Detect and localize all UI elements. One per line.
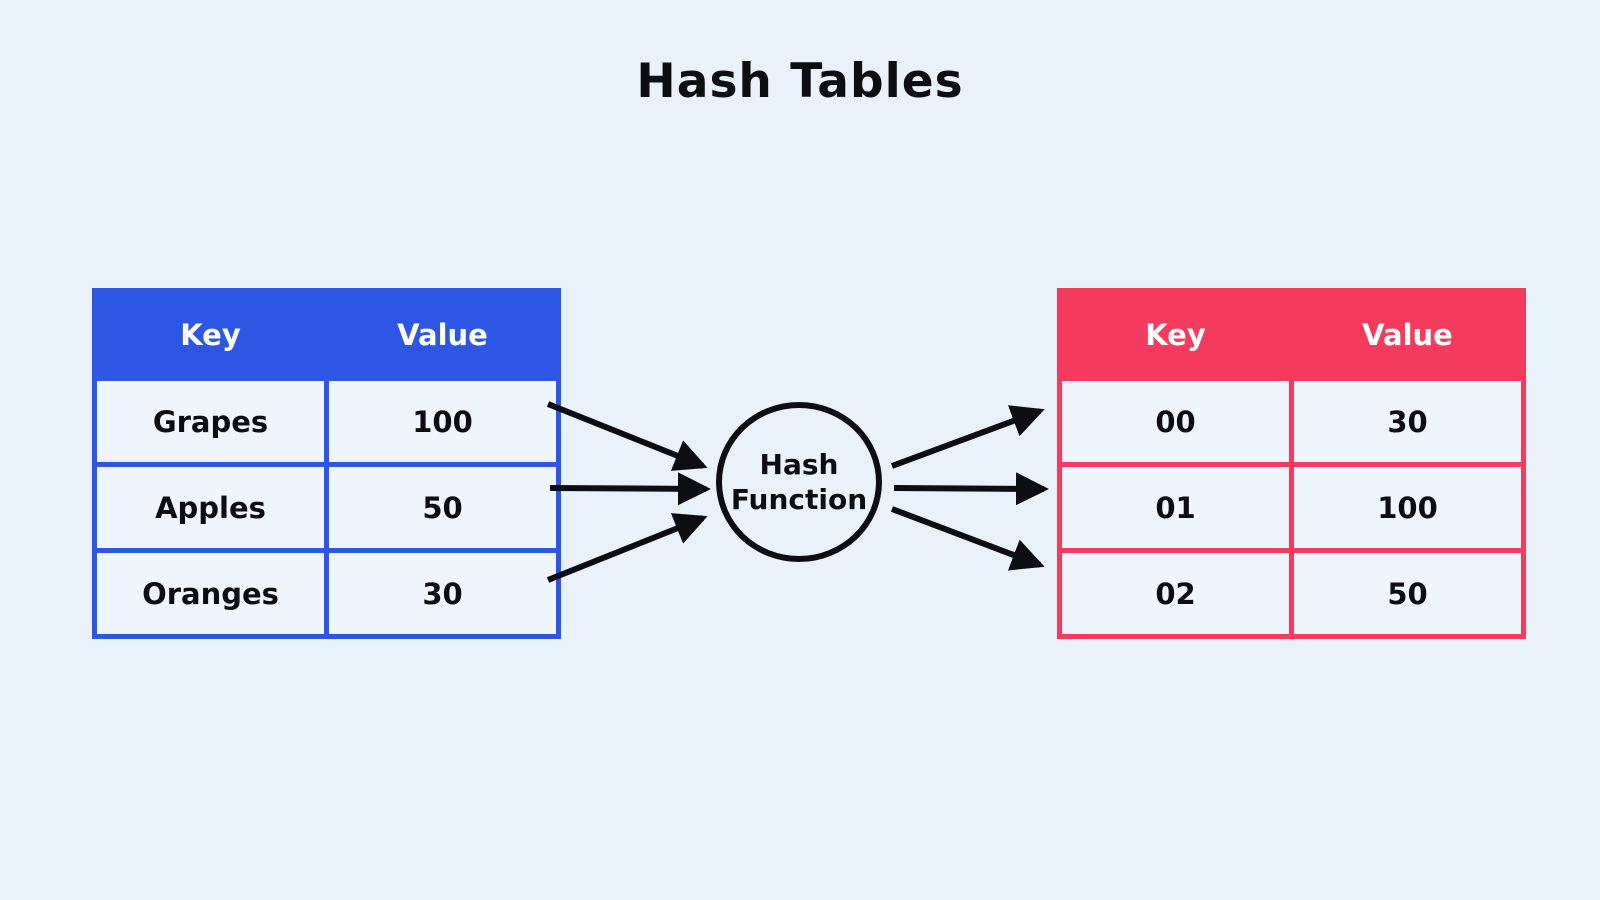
- header-cell-value: Value: [324, 288, 561, 381]
- cell-key: 01: [1057, 462, 1294, 553]
- cell-key: Oranges: [92, 548, 329, 639]
- header-cell-value: Value: [1289, 288, 1526, 381]
- arrow-apples-to-hash: [549, 472, 711, 506]
- input-key-value-table: Key Value Grapes 100 Apples 50 Oranges 3…: [92, 288, 561, 639]
- table-row: 02 50: [1057, 548, 1526, 639]
- cell-value: 30: [1289, 376, 1526, 467]
- page-title: Hash Tables: [636, 54, 964, 109]
- cell-key: 02: [1057, 548, 1294, 639]
- cell-key: 00: [1057, 376, 1294, 467]
- arrow-hash-to-slot-01: [893, 472, 1049, 506]
- output-hash-table: Key Value 00 30 01 100 02 50: [1057, 288, 1526, 639]
- table-header-row: Key Value: [92, 288, 561, 381]
- hash-function-node: Hash Function: [716, 402, 882, 562]
- cell-value: 30: [324, 548, 561, 639]
- cell-value: 50: [324, 462, 561, 553]
- table-row: 00 30: [1057, 376, 1526, 467]
- hash-function-label-line1: Hash: [759, 448, 839, 481]
- arrow-oranges-to-hash: [546, 513, 708, 583]
- table-row: Apples 50: [92, 462, 561, 553]
- header-cell-key: Key: [92, 288, 329, 381]
- cell-value: 100: [1289, 462, 1526, 553]
- header-cell-key: Key: [1057, 288, 1294, 381]
- cell-value: 50: [1289, 548, 1526, 639]
- cell-value: 100: [324, 376, 561, 467]
- table-header-row: Key Value: [1057, 288, 1526, 381]
- cell-key: Apples: [92, 462, 329, 553]
- table-row: 01 100: [1057, 462, 1526, 553]
- hash-function-label-line2: Function: [730, 483, 868, 516]
- arrow-hash-to-slot-00: [890, 405, 1045, 469]
- arrow-grapes-to-hash: [546, 401, 708, 471]
- cell-key: Grapes: [92, 376, 329, 467]
- table-row: Oranges 30: [92, 548, 561, 639]
- arrow-hash-to-slot-02: [890, 506, 1045, 571]
- table-row: Grapes 100: [92, 376, 561, 467]
